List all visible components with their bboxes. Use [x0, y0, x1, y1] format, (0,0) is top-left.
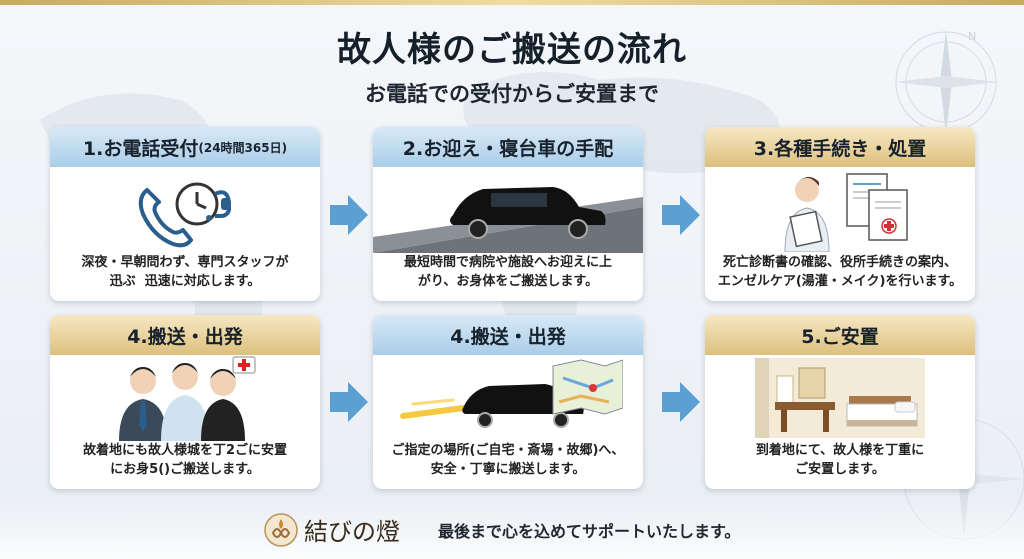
step-header: 3.各種手続き・処置 [705, 127, 975, 167]
step-title: 1.お電話受付 [82, 137, 199, 160]
step-header: 4.搬送・出発 [373, 315, 643, 355]
step-card-3: 3.各種手続き・処置 死亡診断書の確認、役所手続きの案内、 エンゼルケア(湯灌・… [705, 127, 975, 301]
step-card-6: 5.ご安置 到着地にて、故人様を丁重に ご安置します。 [705, 315, 975, 489]
step-card-2: 2.お迎え・寝台車の手配 最短時間で病院や施設へお迎えに上 がり、お身体をご搬送… [373, 127, 643, 301]
brand-logo-icon [264, 512, 298, 547]
step-header: 1.お電話受付(24時間365日) [50, 127, 320, 167]
top-gold-bar [0, 0, 1024, 5]
flow-arrow-right [662, 195, 700, 235]
brand: 結びの燈 [264, 512, 400, 547]
phone-clock-icon [50, 167, 320, 253]
brand-tagline: 最後まで心を込めてサポートいたします。 [438, 522, 741, 541]
resting-room-icon [705, 355, 975, 441]
step-desc-line2: エンゼルケア(湯灌・メイク)を行います。 [717, 274, 963, 289]
step-desc-line1: ご指定の場所(ご自宅・斎場・故郷)へ、 [391, 443, 625, 458]
step-desc-line1: 故着地にも故人様城を丁2ごに安置 [82, 443, 288, 458]
svg-text:N: N [968, 30, 976, 43]
step-desc-line2: がり、お身体をご搬送します。 [417, 274, 599, 289]
step-desc-prefix: 迅ぶ [109, 274, 136, 289]
step-desc-line2: ご安置します。 [795, 462, 885, 477]
page-subtitle: お電話での受付からご安置まで [365, 82, 659, 106]
footer-band [0, 500, 1024, 559]
step-header: 4.搬送・出発 [50, 315, 320, 355]
hearse-car-icon [373, 167, 643, 253]
step-desc-line1: 死亡診断書の確認、役所手続きの案内、 [722, 255, 957, 270]
hearse-map-icon [373, 355, 643, 441]
step-desc-line2: 安全・丁寧に搬送します。 [430, 462, 586, 477]
flow-arrow-right [330, 195, 368, 235]
page-title: 故人様のご搬送の流れ [337, 30, 687, 70]
step-title: 5.ご安置 [801, 325, 879, 348]
step-card-4: 4.搬送・出発 故着地にも故人様城を丁2ごに安置 にお身5()ご搬送します。 [50, 315, 320, 489]
step-title: 4.搬送・出発 [450, 325, 566, 348]
step-header: 5.ご安置 [705, 315, 975, 355]
staff-group-icon [50, 355, 320, 441]
step-desc-line2: にお身5()ご搬送します。 [110, 462, 260, 477]
step-desc-line1: 最短時間で病院や施設へお迎えに上 [403, 255, 612, 270]
step-desc-line1: 到着地にて、故人様を丁重に [755, 443, 925, 458]
step-card-5: 4.搬送・出発 ご指定の場所(ご自宅・斎場・故郷)へ、 安全・丁寧に搬送します。 [373, 315, 643, 489]
step-desc-line2: 迅ぶ 迅速に対応します。 [109, 274, 261, 289]
step-card-1: 1.お電話受付(24時間365日) 深夜・早朝問わず、専門スタッフが 迅ぶ 迅速… [50, 127, 320, 301]
step-desc-line1: 深夜・早朝問わず、専門スタッフが [81, 255, 289, 270]
step-header: 2.お迎え・寝台車の手配 [373, 127, 643, 167]
flow-arrow-right [662, 382, 700, 422]
step-title: 2.お迎え・寝台車の手配 [402, 137, 614, 160]
flow-arrow-right [330, 382, 368, 422]
compass-rose-decoration: N [894, 30, 998, 134]
step-title: 3.各種手続き・処置 [753, 137, 927, 160]
step-title-note: (24時間365日) [198, 140, 288, 155]
brand-name: 結びの燈 [304, 518, 400, 546]
nurse-documents-icon [705, 167, 975, 253]
step-title: 4.搬送・出発 [127, 325, 243, 348]
